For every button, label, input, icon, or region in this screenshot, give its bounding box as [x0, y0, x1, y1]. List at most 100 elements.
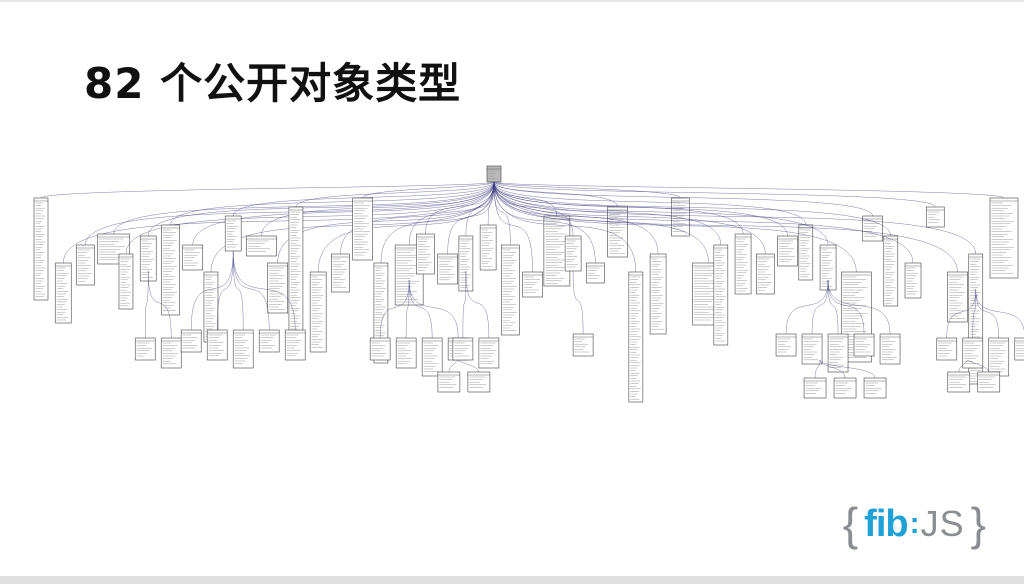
inheritance-edge	[493, 181, 722, 246]
class-box	[947, 271, 968, 323]
root-class-box	[486, 165, 502, 183]
subclass-box	[134, 337, 156, 361]
subclass-edge	[144, 270, 149, 339]
class-box	[989, 197, 1019, 279]
subclass-edge	[216, 250, 234, 331]
class-box	[416, 233, 435, 275]
logo-fib-text: fib	[864, 502, 908, 545]
inheritance-edge	[493, 181, 637, 273]
class-box	[76, 244, 95, 286]
subclass-box	[160, 337, 182, 369]
inheritance-edge	[493, 181, 873, 217]
inheritance-edge	[493, 181, 976, 255]
subclass-edge	[827, 279, 865, 335]
top-border	[0, 0, 1024, 2]
inheritance-edge	[465, 181, 495, 237]
inheritance-edge	[493, 181, 618, 208]
logo-js-text: JS	[920, 503, 965, 544]
inheritance-edge	[447, 181, 495, 255]
subclass-box	[879, 333, 901, 365]
inheritance-edge	[261, 181, 495, 237]
subclass-box	[395, 337, 417, 369]
inheritance-edge	[493, 181, 1005, 199]
inheritance-edge	[362, 181, 495, 199]
subclass-edge	[811, 279, 829, 335]
inheritance-edge	[170, 181, 495, 226]
class-box	[309, 271, 327, 353]
inheritance-edge	[408, 181, 495, 246]
inheritance-edge	[493, 181, 857, 273]
inheritance-edge	[147, 181, 495, 237]
inheritance-edge	[63, 181, 495, 264]
inheritance-edge	[493, 181, 659, 255]
inheritance-edge	[113, 181, 495, 235]
inheritance-edge	[232, 181, 495, 217]
inheritance-edge	[493, 181, 936, 208]
slide-title: 82 个公开对象类型	[84, 59, 462, 108]
class-box	[734, 233, 752, 295]
class-box	[883, 235, 899, 307]
inheritance-edge	[493, 181, 533, 273]
subclass-box	[369, 337, 391, 361]
inheritance-edge	[493, 181, 892, 237]
class-box	[904, 262, 922, 299]
subclass-edge	[232, 250, 244, 331]
subclass-edge	[405, 279, 410, 339]
subclass-box	[962, 337, 984, 369]
class-box	[501, 244, 520, 336]
subclass-edge	[946, 288, 976, 339]
subclass-edge	[190, 250, 234, 331]
subclass-edge	[958, 359, 968, 373]
subclass-edge	[967, 359, 989, 373]
subclass-edge	[814, 359, 821, 379]
subclass-edge	[819, 359, 876, 379]
logo-brace-open: {	[842, 498, 859, 550]
class-box	[54, 262, 72, 324]
subclass-box	[284, 329, 306, 361]
subclass-edge	[462, 270, 467, 339]
inheritance-edge	[493, 181, 766, 255]
class-box	[182, 244, 204, 271]
subclass-box	[988, 337, 1010, 377]
fibjs-logo: { fib : JS }	[843, 500, 986, 548]
class-box	[713, 244, 729, 346]
subclass-box	[1014, 337, 1024, 361]
inheritance-edge	[493, 181, 709, 264]
inheritance-edge	[340, 181, 495, 255]
class-box	[161, 224, 180, 316]
subclass-edge	[572, 270, 584, 335]
subclass-edge	[232, 250, 270, 331]
inheritance-edge	[493, 181, 681, 199]
subclass-box	[206, 329, 228, 361]
class-box	[437, 253, 458, 285]
subclass-edge	[785, 279, 829, 335]
subclass-edge	[972, 288, 976, 339]
class-box	[267, 262, 288, 314]
subclass-box	[258, 329, 280, 353]
subclass-edge	[408, 279, 459, 339]
inheritance-edge	[487, 181, 495, 226]
subclass-edge	[457, 359, 480, 373]
subclass-edge	[379, 279, 410, 339]
class-box	[522, 271, 543, 298]
subclass-edge	[975, 288, 1024, 333]
logo-brace-close: }	[970, 498, 986, 550]
subclass-edge	[827, 279, 839, 335]
subclass-box	[478, 337, 500, 369]
inheritance-edge	[493, 181, 807, 226]
logo-colon: :	[909, 507, 920, 540]
subclass-box	[452, 337, 474, 361]
class-box	[756, 253, 775, 295]
inheritance-edge	[40, 181, 495, 199]
inheritance-edge	[493, 181, 914, 264]
inheritance-edge	[493, 181, 958, 273]
subclass-box	[801, 333, 823, 365]
class-box	[777, 235, 798, 267]
inheritance-edge	[192, 181, 495, 246]
subclass-edge	[975, 288, 999, 339]
bottom-border	[0, 576, 1024, 584]
subclass-box	[775, 333, 797, 357]
class-box	[331, 253, 350, 293]
subclass-box	[572, 333, 594, 357]
